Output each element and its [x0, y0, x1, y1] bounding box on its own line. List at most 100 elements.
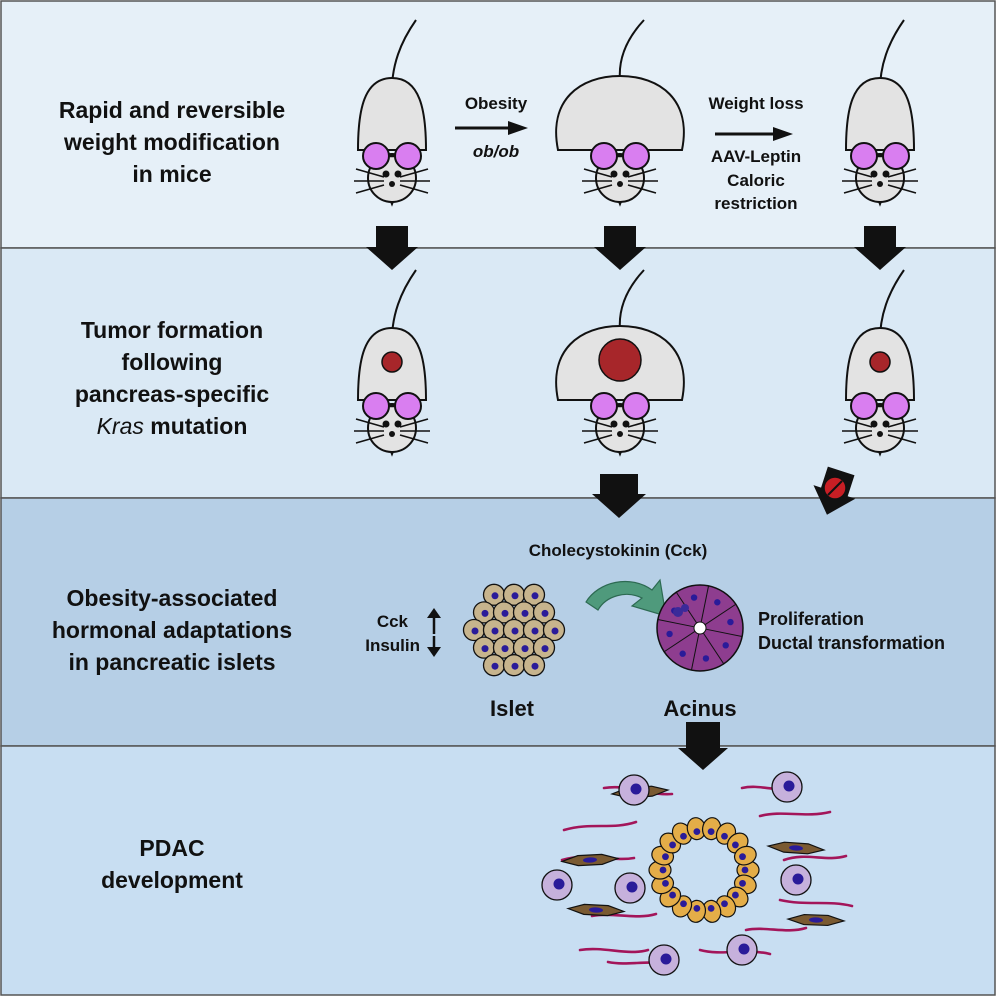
- obese-mouse-tumor: [555, 269, 685, 457]
- left-pupil: [610, 420, 618, 428]
- fiber: [578, 947, 650, 954]
- acinar-nucleus: [679, 650, 686, 657]
- duct-nucleus: [739, 853, 746, 861]
- fibroblast-nucleus: [809, 917, 823, 923]
- acinar-cell-border: [705, 628, 743, 638]
- panel1-title-line3: in mice: [132, 161, 211, 187]
- left-whiskers: [582, 168, 613, 194]
- left-whiskers: [354, 418, 385, 444]
- ductal-transformation-label: Ductal transformation: [758, 633, 945, 653]
- islet-nucleus: [511, 627, 519, 635]
- left-whiskers: [842, 168, 873, 194]
- islet-nucleus: [491, 662, 499, 670]
- nose: [877, 181, 883, 187]
- islet-nucleus: [531, 662, 539, 670]
- right-eye: [622, 392, 650, 420]
- weight-loss-mouse-tumor: [842, 269, 918, 457]
- down-arrow-weight-loss: [854, 226, 906, 270]
- mitotic-nucleus: [673, 607, 683, 617]
- immune-nucleus: [792, 873, 804, 885]
- left-eye: [362, 392, 390, 420]
- islet-nucleus: [521, 645, 529, 653]
- left-whiskers: [354, 168, 385, 194]
- fibroblast-nucleus: [583, 857, 597, 863]
- proliferation-label: Proliferation: [758, 609, 864, 629]
- fiber: [782, 854, 848, 862]
- immune-nucleus: [626, 881, 638, 893]
- panel-tumor-formation: [0, 247, 996, 499]
- acinar-nucleus: [666, 630, 673, 638]
- lean-mouse: [354, 19, 430, 207]
- nose: [617, 181, 623, 187]
- panel4-title-line1: PDAC: [139, 835, 204, 861]
- panel3-title-line1: Obesity-associated: [67, 585, 278, 611]
- acinar-nucleus: [722, 642, 729, 649]
- islet: [462, 583, 566, 677]
- immune-cells: [541, 771, 812, 976]
- fiber: [758, 810, 832, 818]
- acinar-cell-border: [700, 585, 710, 623]
- panel-weight-modification: [0, 0, 996, 249]
- duct-nucleus: [721, 832, 728, 840]
- panel2-title-line2: following: [122, 349, 223, 375]
- aav-leptin-label: AAV-Leptin: [711, 147, 801, 166]
- right-whiskers: [399, 418, 430, 444]
- left-whiskers: [582, 418, 613, 444]
- restriction-label: restriction: [714, 194, 797, 213]
- immune-nucleus: [553, 878, 565, 890]
- right-pupil: [622, 170, 630, 178]
- islet-nucleus: [541, 645, 549, 653]
- right-whiskers: [627, 168, 658, 194]
- islet-nucleus: [491, 627, 499, 635]
- kras-gene-name: Kras: [97, 413, 145, 439]
- islet-nucleus: [501, 645, 509, 653]
- duct-nucleus: [741, 866, 749, 874]
- fiber: [562, 820, 638, 832]
- islet-nucleus: [511, 592, 519, 600]
- immune-nucleus: [630, 783, 642, 795]
- nose: [389, 181, 395, 187]
- left-pupil: [382, 420, 390, 428]
- panel3-title-line2: hormonal adaptations: [52, 617, 292, 643]
- islet-nucleus: [511, 662, 519, 670]
- fiber: [744, 926, 808, 932]
- panel2-title-line3: pancreas-specific: [75, 381, 270, 407]
- panel1-title-line1: Rapid and reversible: [59, 97, 285, 123]
- islet-nucleus: [481, 609, 489, 617]
- duct-nucleus: [707, 828, 715, 835]
- panel2-title-line1: Tumor formation: [81, 317, 263, 343]
- acinus-label: Acinus: [663, 696, 736, 721]
- cholecystokinin-label: Cholecystokinin (Cck): [529, 541, 708, 560]
- down-arrow-acinus: [678, 722, 728, 770]
- acinar-nucleus: [702, 655, 710, 662]
- blocked-arrow: [813, 466, 856, 515]
- right-pupil: [622, 420, 630, 428]
- fibroblast: [566, 903, 626, 917]
- fibroblast-nucleus: [789, 845, 803, 851]
- acinar-cell-border: [657, 618, 695, 628]
- acinar-cell-border: [690, 633, 700, 671]
- islet-nucleus: [531, 627, 539, 635]
- ob-ob-label: ob/ob: [473, 142, 519, 161]
- mitotic-nucleus: [681, 604, 689, 612]
- left-eye: [850, 392, 878, 420]
- islet-nucleus: [541, 609, 549, 617]
- acinar-cell-border: [702, 632, 725, 665]
- right-whiskers: [399, 168, 430, 194]
- small-tumor: [381, 351, 403, 373]
- green-curved-arrow: [585, 578, 667, 617]
- left-whiskers: [842, 418, 873, 444]
- nose: [877, 431, 883, 437]
- kras-mutation-text: mutation: [144, 413, 248, 439]
- fibroblast: [786, 913, 846, 927]
- acinus: [656, 584, 744, 672]
- left-eye: [362, 142, 390, 170]
- right-eye: [394, 142, 422, 170]
- islet-nucleus: [481, 645, 489, 653]
- duct-nucleus: [693, 828, 701, 835]
- obesity-arrow: [455, 121, 528, 135]
- right-eye: [882, 142, 910, 170]
- duct-nucleus: [739, 879, 746, 887]
- duct-nucleus: [721, 900, 728, 908]
